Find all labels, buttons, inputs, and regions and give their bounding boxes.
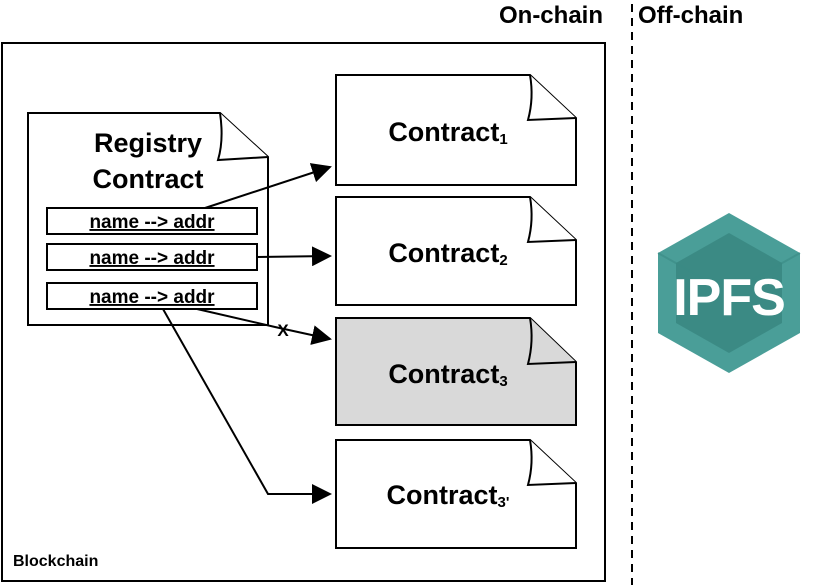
registry-entry: name --> addr [46, 207, 258, 235]
registry-entry: name --> addr [46, 282, 258, 310]
contract-1: Contract1 [335, 74, 577, 186]
registry-entry-text: name --> addr [89, 212, 215, 233]
ipfs-logo: IPFS [657, 213, 801, 373]
contract-3-prime: Contract3' [335, 439, 577, 549]
on-chain-header: On-chain [499, 2, 603, 29]
registry-document-fold [216, 112, 269, 162]
arrow-entry2-to-contract2 [256, 246, 332, 267]
contract-3-prime-label: Contract3' [387, 480, 510, 511]
off-chain-header: Off-chain [638, 2, 743, 29]
registry-entry: name --> addr [46, 243, 258, 271]
contract-1-label: Contract1 [388, 117, 507, 148]
arrow-entry3-to-contract3-prime [162, 308, 332, 504]
registry-title-line1: Registry [94, 128, 202, 158]
registry-entry-text: name --> addr [89, 248, 215, 269]
contract-2: Contract2 [335, 196, 577, 306]
contract-2-label: Contract2 [388, 238, 507, 269]
contract-3-label: Contract3 [388, 359, 507, 390]
blockchain-label: Blockchain [13, 553, 98, 570]
registry-entry-text: name --> addr [89, 287, 215, 308]
arrow-entry1-to-contract1 [204, 163, 332, 209]
contract-3-deprecated: Contract3 [335, 317, 577, 426]
ipfs-label: IPFS [673, 269, 785, 327]
registry-contract: Registry Contract name --> addr name -->… [27, 112, 269, 326]
registry-title-line2: Contract [92, 164, 203, 194]
broken-link-mark: X [277, 321, 289, 340]
arrow-entry3-to-contract3-broken [196, 308, 332, 345]
